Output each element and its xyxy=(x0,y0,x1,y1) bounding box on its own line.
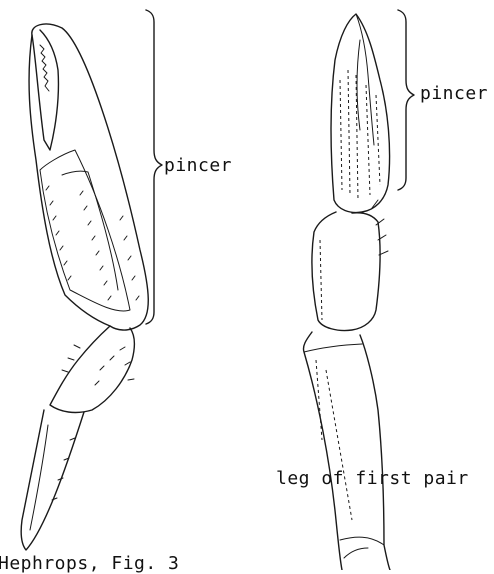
left-merus-inner xyxy=(30,425,48,530)
right-pincer-bracket xyxy=(398,10,414,190)
right-dactyl xyxy=(356,14,374,145)
left-pincer-bracket xyxy=(146,10,162,324)
left-propodus-panel xyxy=(40,150,130,311)
left-propodus-inner xyxy=(62,171,118,290)
leg-of-first-pair-label: leg of first pair xyxy=(276,468,469,489)
figure-caption: Hephrops, Fig. 3 xyxy=(0,553,179,574)
left-leg-drawing xyxy=(21,24,148,550)
left-merus-spines xyxy=(52,438,75,500)
right-claw-stipple xyxy=(340,70,380,200)
pincer-label-left: pincer xyxy=(164,155,232,176)
left-dactyl xyxy=(32,30,58,150)
left-carpus xyxy=(50,326,134,412)
left-dactyl-teeth xyxy=(40,45,49,91)
left-claw-outline xyxy=(29,24,148,330)
right-claw-outline xyxy=(331,14,389,213)
pincer-label-right: pincer xyxy=(420,83,488,104)
right-carpus-stipple xyxy=(320,240,322,320)
